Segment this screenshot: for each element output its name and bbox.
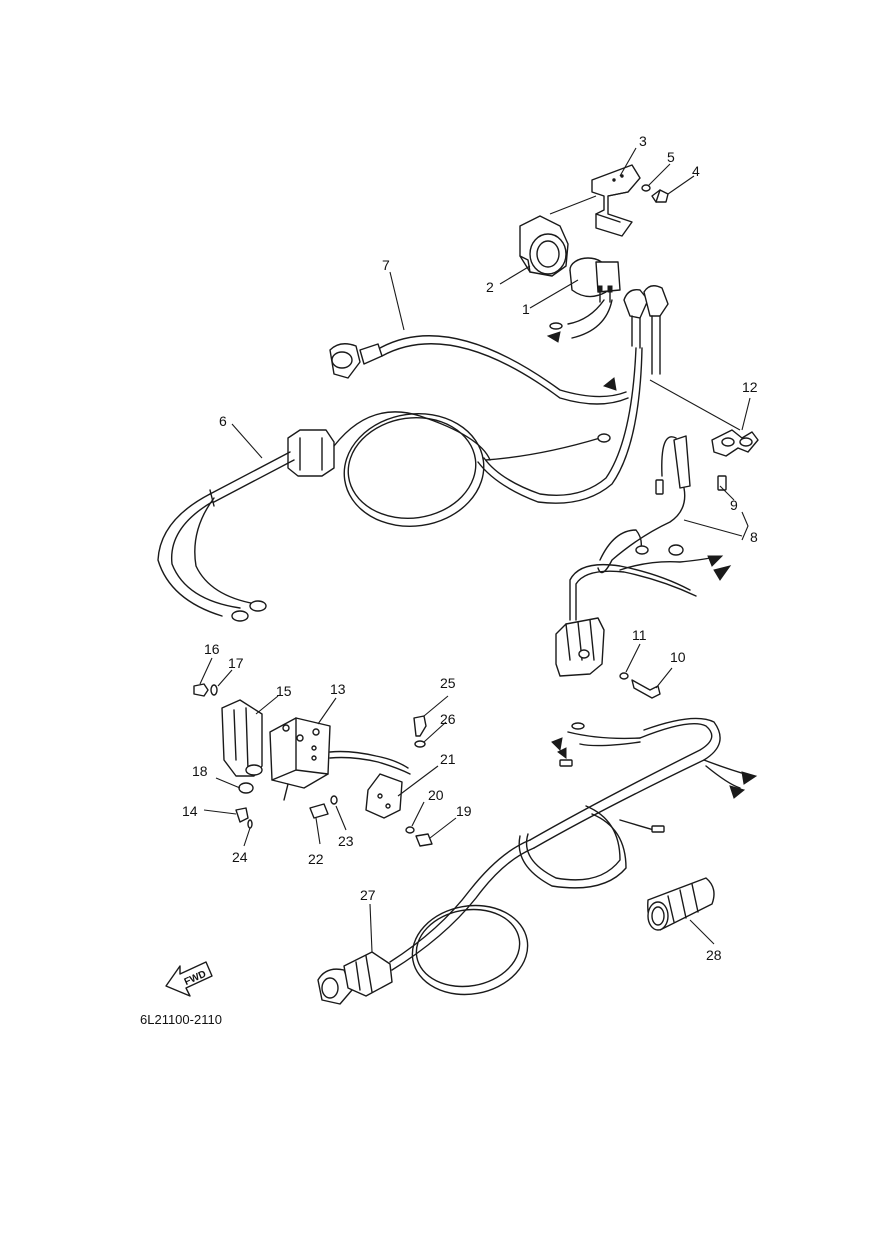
part-20-washer bbox=[405, 826, 415, 834]
part-22-screw bbox=[309, 803, 329, 819]
part-26-washer bbox=[414, 740, 426, 748]
fwd-arrow: FWD bbox=[165, 961, 213, 997]
callout-11: 11 bbox=[632, 627, 647, 643]
part-12-clamp bbox=[711, 429, 759, 457]
callout-12: 12 bbox=[742, 379, 758, 395]
part-13-module bbox=[269, 717, 411, 801]
part-2-holder bbox=[519, 215, 569, 277]
callout-28: 28 bbox=[706, 947, 722, 963]
callout-17: 17 bbox=[228, 655, 244, 671]
callout-20: 20 bbox=[428, 787, 444, 803]
callout-21: 21 bbox=[440, 751, 456, 767]
callout-18: 18 bbox=[192, 763, 208, 779]
callout-1: 1 bbox=[522, 301, 530, 317]
part-27-main-harness bbox=[317, 717, 758, 1005]
callout-22: 22 bbox=[308, 851, 324, 867]
leader-lines bbox=[199, 147, 751, 953]
callout-15: 15 bbox=[276, 683, 292, 699]
callout-9: 9 bbox=[730, 497, 738, 513]
callout-numbers: 1 2 3 4 5 6 7 8 9 10 11 12 13 14 15 16 1… bbox=[182, 133, 758, 963]
regulator-assembly bbox=[555, 529, 732, 677]
callout-2: 2 bbox=[486, 279, 494, 295]
cable-boot-pair bbox=[602, 285, 669, 391]
part-23-washer bbox=[330, 795, 338, 805]
callout-16: 16 bbox=[204, 641, 220, 657]
part-3-bracket bbox=[591, 164, 641, 237]
callout-19: 19 bbox=[456, 803, 472, 819]
part-8-fuse-holder bbox=[597, 435, 691, 574]
part-14-screw bbox=[235, 807, 249, 823]
part-25-bolt bbox=[413, 715, 427, 737]
callout-4: 4 bbox=[692, 163, 700, 179]
part-17-washer bbox=[210, 684, 218, 696]
part-18-grommet bbox=[238, 782, 254, 794]
part-6-harness bbox=[157, 411, 611, 622]
part-24-collar bbox=[247, 819, 253, 829]
part-4-screw bbox=[651, 189, 669, 203]
callout-6: 6 bbox=[219, 413, 227, 429]
callout-26: 26 bbox=[440, 711, 456, 727]
callout-27: 27 bbox=[360, 887, 376, 903]
callout-7: 7 bbox=[382, 257, 390, 273]
callout-23: 23 bbox=[338, 833, 354, 849]
part-10-bolt bbox=[631, 679, 661, 699]
part-1-relay bbox=[546, 257, 621, 343]
callout-10: 10 bbox=[670, 649, 686, 665]
part-7-cable bbox=[329, 335, 643, 504]
callout-8: 8 bbox=[750, 529, 758, 545]
callout-3: 3 bbox=[639, 133, 647, 149]
part-28-sleeve bbox=[647, 877, 715, 931]
callout-24: 24 bbox=[232, 849, 248, 865]
callout-14: 14 bbox=[182, 803, 198, 819]
diagram-code: 6L21100-2110 bbox=[140, 1012, 222, 1027]
callout-25: 25 bbox=[440, 675, 456, 691]
part-16-screw bbox=[193, 683, 209, 697]
part-19-screw bbox=[415, 833, 433, 847]
part-5-washer bbox=[641, 184, 651, 192]
callout-13: 13 bbox=[330, 681, 346, 697]
callout-5: 5 bbox=[667, 149, 675, 165]
part-15-bracket bbox=[221, 699, 263, 777]
part-21-plate bbox=[365, 773, 403, 819]
part-11-washer bbox=[619, 672, 629, 680]
